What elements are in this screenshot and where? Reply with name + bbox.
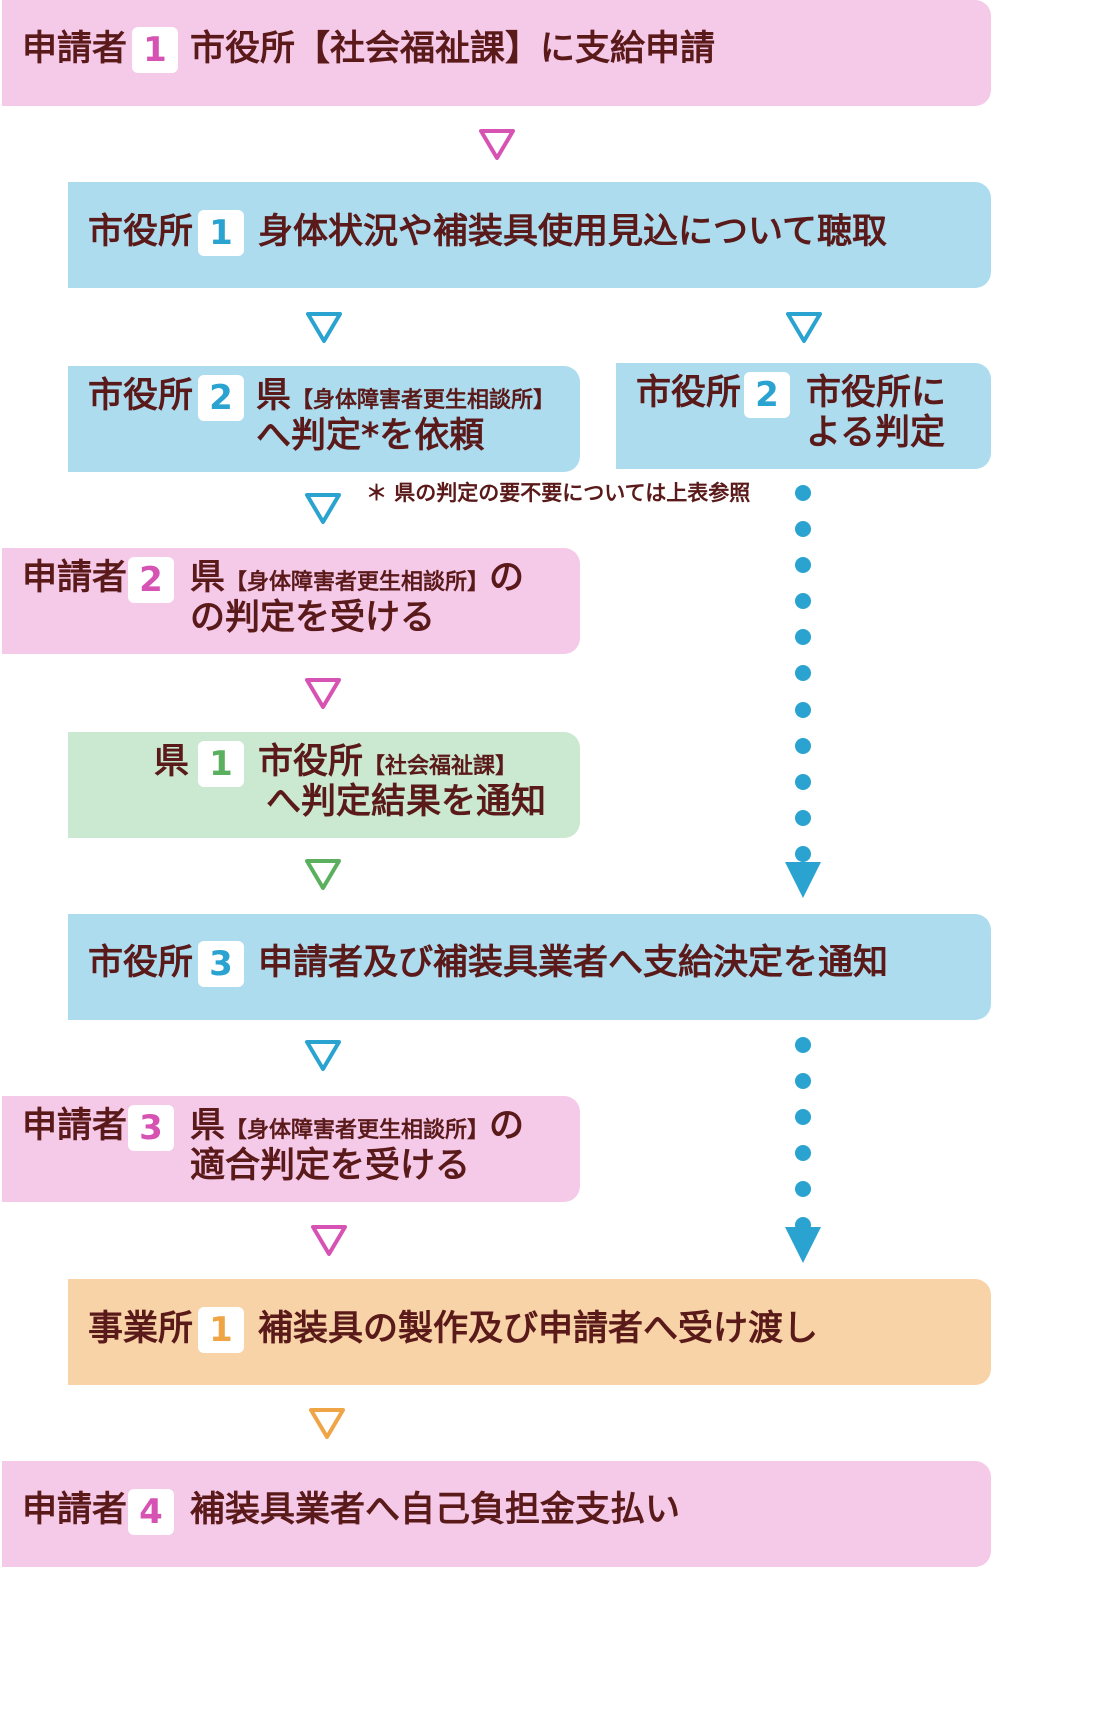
actor-label: 市役所 — [636, 373, 742, 413]
triangle-down-icon — [305, 678, 341, 709]
step-text-line1: 市役所【社会福祉課】 — [258, 745, 517, 780]
actor-label: 事業所 — [88, 1309, 194, 1349]
actor-label: 市役所 — [88, 943, 194, 983]
step-text-line2: へ判定*を依頼 — [256, 416, 485, 456]
step-number: 4 — [128, 1489, 174, 1535]
actor-label: 県 — [154, 742, 190, 782]
step-text-line1: 県【身体障害者更生相談所】 — [256, 379, 555, 414]
step-number: 1 — [198, 210, 244, 256]
step-number: 1 — [198, 1307, 244, 1353]
step-applicant-3: 申請者 3 県【身体障害者更生相談所】の 適合判定を受ける — [2, 1096, 580, 1202]
step-text-line1: 市役所に — [806, 373, 947, 413]
step-city-2-self: 市役所 2 市役所に よる判定 — [616, 363, 991, 469]
step-text-suffix: の — [489, 558, 525, 598]
actor-label: 申請者 — [22, 29, 128, 69]
dot-icon — [795, 1109, 811, 1125]
dot-icon — [795, 1037, 811, 1053]
step-text-line1: 県【身体障害者更生相談所】の — [190, 1109, 524, 1144]
dot-icon — [795, 665, 811, 681]
step-text: 市役所【社会福祉課】に支給申請 — [190, 29, 716, 69]
step-text-line1: 県【身体障害者更生相談所】の — [190, 561, 524, 596]
step-text: 身体状況や補装具使用見込について聴取 — [258, 212, 887, 252]
dot-icon — [795, 521, 811, 537]
step-applicant-2: 申請者 2 県【身体障害者更生相談所】の の判定を受ける — [2, 548, 580, 654]
step-text-suffix: の — [489, 1106, 525, 1146]
step-text-line2: へ判定結果を通知 — [266, 782, 547, 822]
step-text-a: 県 — [256, 376, 292, 416]
dot-icon — [795, 846, 811, 862]
dot-icon — [795, 629, 811, 645]
step-text-small: 【身体障害者更生相談所】 — [225, 1118, 490, 1143]
actor-label: 申請者 — [22, 1106, 128, 1146]
step-text-line2: 適合判定を受ける — [190, 1146, 471, 1186]
step-text: 申請者及び補装具業者へ支給決定を通知 — [258, 943, 889, 983]
step-number: 2 — [744, 372, 790, 418]
triangle-down-icon — [786, 312, 822, 343]
step-number: 3 — [198, 941, 244, 987]
triangle-down-icon — [305, 859, 341, 890]
step-text-a: 県 — [190, 558, 226, 598]
actor-label: 申請者 — [22, 558, 128, 598]
dot-icon — [795, 485, 811, 501]
step-applicant-1: 申請者 1 市役所【社会福祉課】に支給申請 — [2, 0, 991, 106]
step-text: 補装具の製作及び申請者へ受け渡し — [258, 1309, 819, 1349]
dot-icon — [795, 1181, 811, 1197]
step-business-1: 事業所 1 補装具の製作及び申請者へ受け渡し — [68, 1279, 991, 1385]
dot-icon — [795, 593, 811, 609]
step-text-small: 【社会福祉課】 — [363, 754, 518, 779]
dot-icon — [795, 557, 811, 573]
step-number: 1 — [198, 741, 244, 787]
triangle-down-icon — [309, 1408, 345, 1439]
dot-icon — [795, 702, 811, 718]
step-text: 補装具業者へ自己負担金支払い — [190, 1490, 681, 1530]
step-applicant-4: 申請者 4 補装具業者へ自己負担金支払い — [2, 1461, 991, 1567]
step-text-line2: の判定を受ける — [190, 598, 436, 638]
dot-icon — [795, 774, 811, 790]
actor-label: 市役所 — [88, 212, 194, 252]
step-number: 3 — [128, 1105, 174, 1151]
step-city-2-prefecture: 市役所 2 県【身体障害者更生相談所】 へ判定*を依頼 — [68, 366, 580, 472]
step-number: 2 — [198, 375, 244, 421]
step-city-3: 市役所 3 申請者及び補装具業者へ支給決定を通知 — [68, 914, 991, 1020]
step-text-a: 市役所 — [258, 742, 364, 782]
step-prefecture-1: 県 1 市役所【社会福祉課】 へ判定結果を通知 — [68, 732, 580, 838]
step-text-small: 【身体障害者更生相談所】 — [225, 570, 490, 595]
footnote: ＊ 県の判定の要不要については上表参照 — [366, 481, 751, 505]
actor-label: 市役所 — [88, 376, 194, 416]
step-number: 1 — [132, 27, 178, 73]
dot-icon — [795, 1073, 811, 1089]
arrow-down-icon — [785, 1227, 821, 1263]
dot-icon — [795, 810, 811, 826]
step-text-small: 【身体障害者更生相談所】 — [291, 388, 556, 413]
step-number: 2 — [128, 557, 174, 603]
step-text-line2: よる判定 — [806, 413, 945, 453]
actor-label: 申請者 — [22, 1490, 128, 1530]
triangle-down-icon — [311, 1225, 347, 1256]
arrow-down-icon — [785, 862, 821, 898]
step-city-1: 市役所 1 身体状況や補装具使用見込について聴取 — [68, 182, 991, 288]
step-text-a: 県 — [190, 1106, 226, 1146]
dot-icon — [795, 738, 811, 754]
triangle-down-icon — [305, 1040, 341, 1071]
triangle-down-icon — [305, 493, 341, 524]
triangle-down-icon — [306, 312, 342, 343]
dot-icon — [795, 1145, 811, 1161]
triangle-down-icon — [479, 129, 515, 160]
